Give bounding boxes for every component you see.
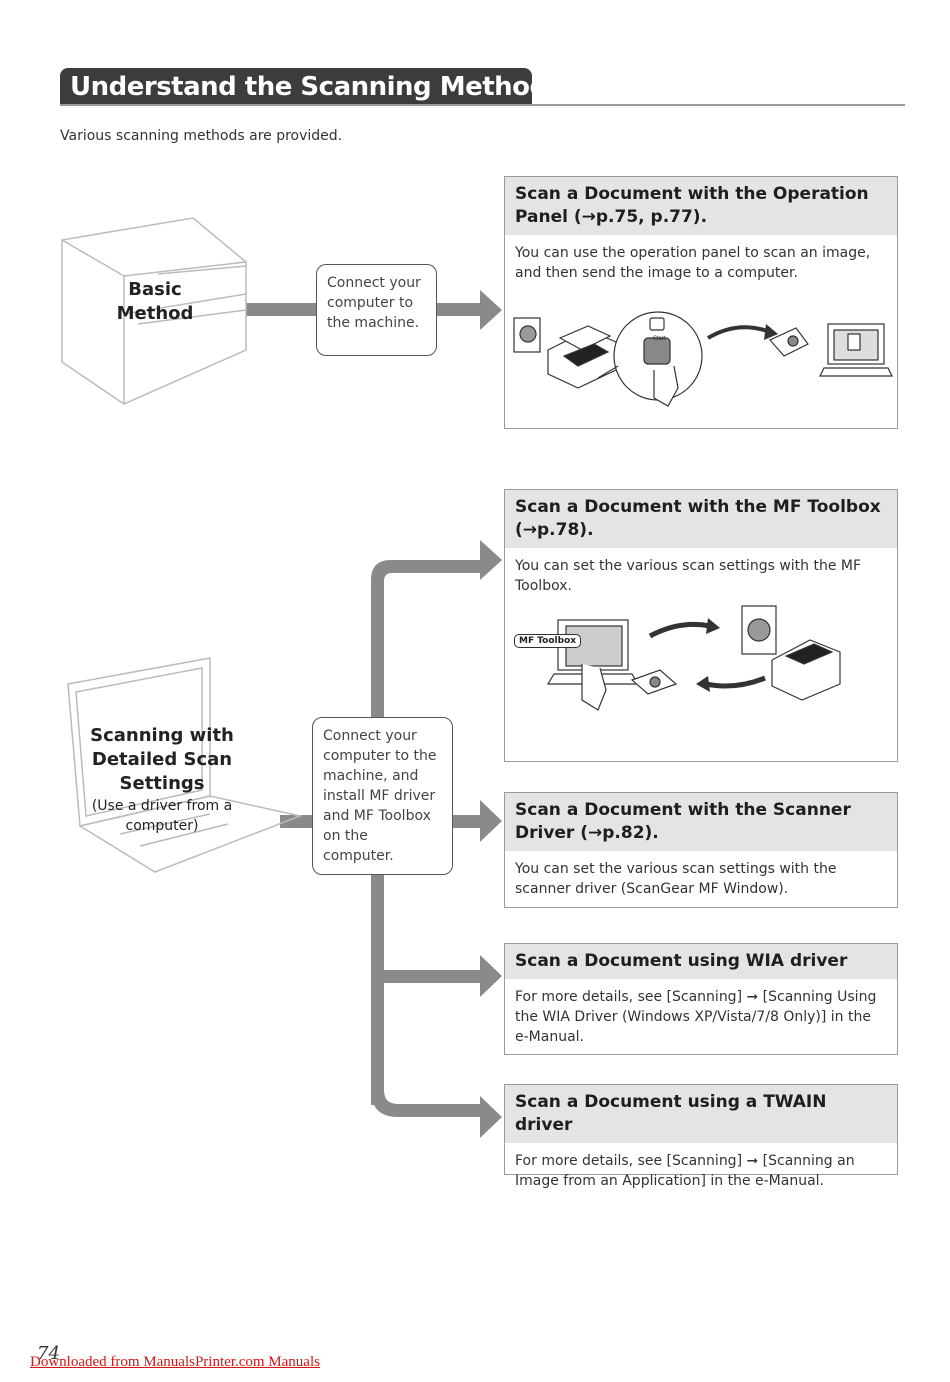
title-rule [60, 104, 905, 106]
card-body: You can set the various scan settings wi… [515, 558, 862, 594]
detailed-label-line3: Settings [119, 773, 205, 794]
detailed-sub-label: (Use a driver from a computer) [91, 798, 233, 834]
detailed-label-line1: Scanning with [90, 725, 234, 746]
card-scanner-driver: Scan a Document with the Scanner Driver … [504, 792, 898, 908]
page-title: Understand the Scanning Method [70, 72, 548, 102]
basic-method-label: Basic Method [110, 278, 200, 326]
source-link[interactable]: Downloaded from ManualsPrinter.com Manua… [30, 1354, 320, 1370]
card-title: Scan a Document using a TWAIN driver [505, 1085, 897, 1143]
laptop-illustration [67, 657, 303, 873]
card-body: For more details, see [Scanning] ➞ [Scan… [515, 1153, 855, 1189]
card-wia-driver: Scan a Document using WIA driver For mor… [504, 943, 898, 1055]
card-title: Scan a Document using WIA driver [505, 944, 897, 979]
section-title-bar: Understand the Scanning Method [60, 68, 548, 106]
basic-label-line1: Basic [128, 279, 182, 300]
printer-illustration [61, 217, 247, 405]
card-body: You can use the operation panel to scan … [515, 245, 871, 281]
card-title: Scan a Document with the Operation Panel… [505, 177, 897, 235]
card-title: Scan a Document with the Scanner Driver … [505, 793, 897, 851]
basic-connector-text: Connect your computer to the machine. [327, 275, 421, 331]
detailed-connector-bubble: Connect your computer to the machine, an… [312, 717, 453, 875]
operation-panel-illustration: Start [513, 311, 893, 407]
page-number: 74 [37, 1343, 60, 1364]
card-body: You can set the various scan settings wi… [515, 861, 837, 897]
basic-label-line2: Method [116, 303, 194, 324]
card-operation-panel: Scan a Document with the Operation Panel… [504, 176, 898, 429]
card-twain-driver: Scan a Document using a TWAIN driver For… [504, 1084, 898, 1189]
start-label: Start [653, 336, 666, 342]
detailed-connector-text: Connect your computer to the machine, an… [323, 728, 437, 864]
detailed-label-line2: Detailed Scan [91, 749, 233, 770]
mf-toolbox-illustration [546, 605, 841, 711]
basic-connector-bubble: Connect your computer to the machine. [316, 264, 437, 356]
mf-toolbox-tag: MF Toolbox [514, 634, 582, 648]
detailed-method-label: Scanning with Detailed Scan Settings (Us… [82, 724, 242, 836]
card-body: For more details, see [Scanning] ➞ [Scan… [515, 989, 877, 1045]
intro-text: Various scanning methods are provided. [60, 128, 343, 144]
card-title: Scan a Document with the MF Toolbox (→p.… [505, 490, 897, 548]
